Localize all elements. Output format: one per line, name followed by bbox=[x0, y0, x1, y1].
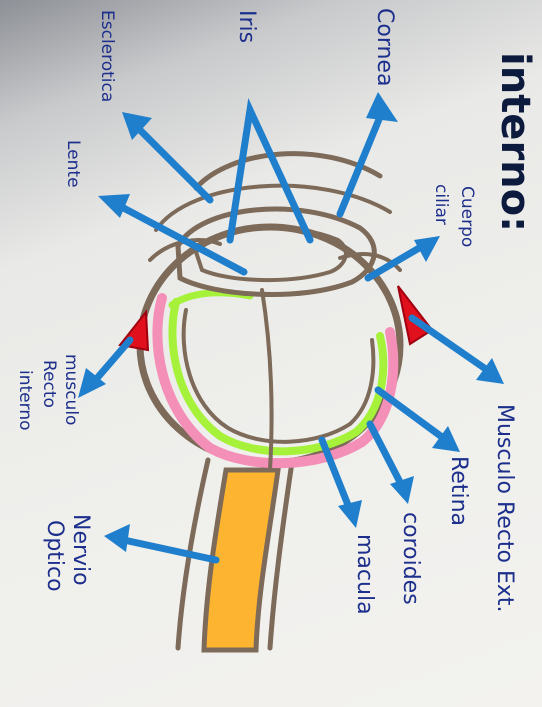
arrow-nervio bbox=[104, 524, 216, 560]
label-macula: macula bbox=[352, 534, 377, 615]
label-cornea: Cornea bbox=[372, 8, 397, 86]
label-cuerpo-ciliar-1: Cuerpo bbox=[457, 186, 477, 247]
iris-marker bbox=[230, 110, 310, 240]
arrow-musculo-ext bbox=[412, 318, 504, 384]
label-lente: Lente bbox=[63, 140, 83, 188]
arrow-cornea bbox=[340, 92, 398, 214]
label-nervio-2: Optico bbox=[42, 520, 67, 592]
label-esclerotica: Esclerotica bbox=[97, 10, 117, 102]
label-iris: Iris bbox=[234, 10, 259, 43]
lens-inner bbox=[196, 228, 346, 280]
retina bbox=[172, 302, 383, 451]
label-musculo-ext: Musculo Recto Ext. bbox=[492, 404, 517, 613]
label-musculo-int-3: interno bbox=[15, 370, 35, 431]
title-label: interno: bbox=[492, 52, 538, 232]
label-musculo-int-2: Recto bbox=[39, 360, 59, 408]
label-cuerpo-ciliar-2: ciliar bbox=[431, 184, 451, 225]
inner-wall bbox=[184, 310, 374, 442]
arrow-coroides bbox=[370, 424, 414, 504]
arrow-esclerotica bbox=[122, 112, 210, 200]
arrow-musculo-int bbox=[78, 340, 130, 398]
label-nervio-1: Nervio bbox=[68, 514, 93, 586]
label-coroides: coroides bbox=[398, 512, 423, 605]
label-retina: Retina bbox=[446, 456, 471, 526]
arrow-retina bbox=[378, 390, 460, 452]
visual-axis bbox=[262, 290, 272, 470]
lateral-rectus-muscle bbox=[398, 286, 432, 344]
label-musculo-int-1: musculo bbox=[61, 354, 81, 425]
